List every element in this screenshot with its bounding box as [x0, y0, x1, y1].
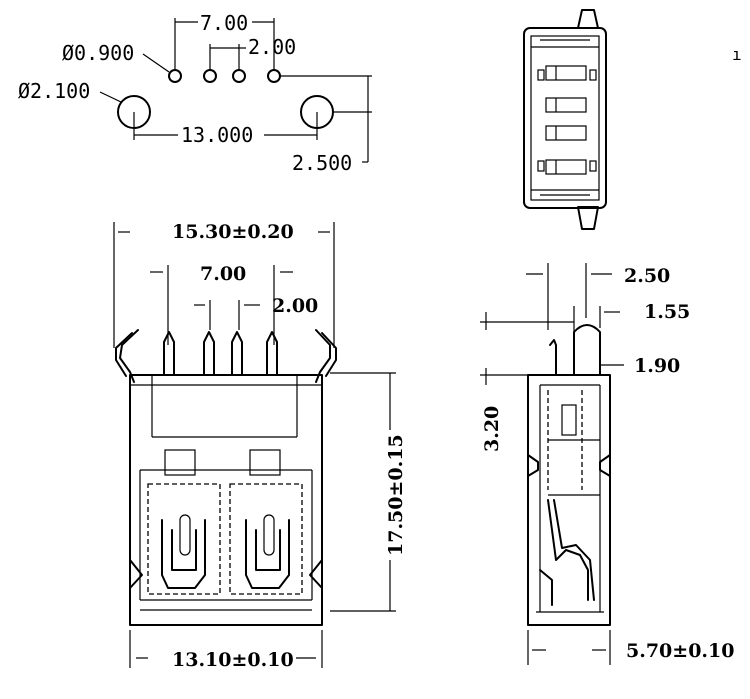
- side-tab-height: 1.55: [644, 301, 690, 323]
- front-body-width: 13.10±0.10: [172, 649, 294, 671]
- side-pin-offset: 1.90: [634, 355, 680, 377]
- front-pin-span: 7.00: [200, 263, 246, 285]
- footprint-hole-span: 13.000: [181, 123, 253, 147]
- front-view: 15.30±0.20 7.00 2.00: [113, 221, 407, 671]
- small-hole-4: [267, 69, 281, 83]
- top-view: [523, 9, 607, 230]
- small-hole-2: [203, 69, 217, 83]
- footprint-small-hole-dia: Ø0.900: [62, 41, 134, 65]
- footprint-pitch-outer: 7.00: [200, 11, 248, 35]
- side-depth: 5.70±0.10: [626, 640, 734, 662]
- small-hole-1: [168, 69, 182, 83]
- footprint-large-hole-dia: Ø2.100: [18, 79, 90, 103]
- front-body-height: 17.50±0.15: [385, 434, 407, 556]
- front-pin-pitch: 2.00: [272, 295, 318, 317]
- side-top-offset: 2.50: [624, 265, 670, 287]
- side-height: 3.20: [481, 406, 503, 452]
- footprint-offset: 2.500: [292, 151, 352, 175]
- small-hole-3: [232, 69, 246, 83]
- stray-mark: ı: [732, 45, 742, 64]
- front-overall-width: 15.30±0.20: [172, 221, 294, 243]
- side-view: 2.50 1.55 3.20 1.90: [480, 263, 734, 665]
- pcb-footprint: 7.00 2.00 Ø0.900 Ø2.100 13.000 2.500: [18, 11, 372, 175]
- footprint-pitch-inner: 2.00: [248, 35, 296, 59]
